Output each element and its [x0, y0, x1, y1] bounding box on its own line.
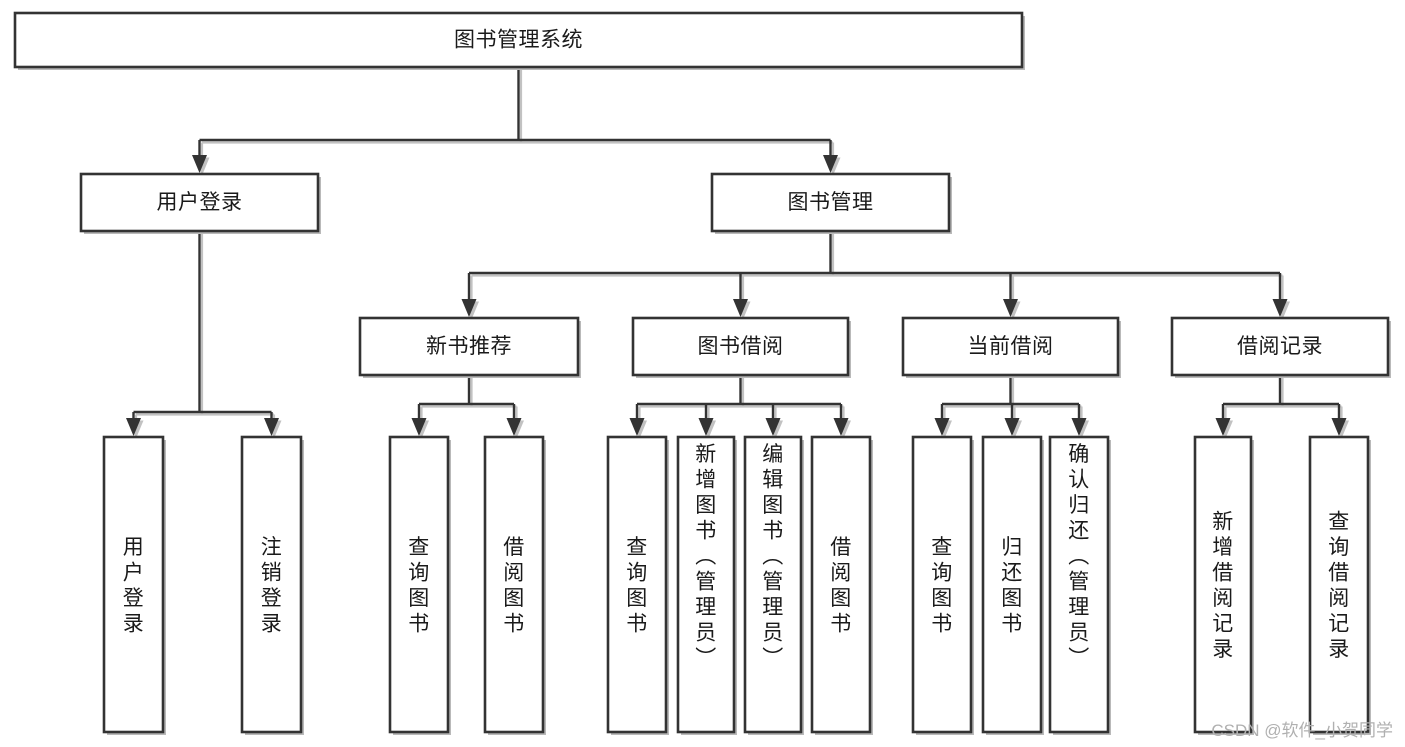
node-box[interactable]	[901, 316, 1120, 377]
edge-layer	[126, 67, 1349, 439]
edge-group-borrow-record	[1215, 375, 1349, 439]
node-box[interactable]	[810, 435, 872, 734]
node-leaf-user-logout[interactable]: 注销登录	[240, 435, 304, 735]
node-box[interactable]	[13, 11, 1024, 69]
node-book-borrow[interactable]: 图书借阅	[631, 316, 851, 378]
node-box[interactable]	[358, 316, 580, 377]
edge-group-new-book-rec	[411, 375, 524, 439]
node-label: 图书管理	[788, 191, 874, 214]
node-leaf-edit-book[interactable]: 编辑图书︵管理员︶	[743, 435, 804, 735]
node-leaf-return-book[interactable]: 归还图书	[981, 435, 1044, 735]
node-label: 图书借阅	[698, 335, 784, 358]
node-leaf-add-book[interactable]: 新增图书︵管理员︶	[676, 435, 737, 735]
edge-group-book-borrow	[629, 375, 851, 439]
node-box[interactable]	[483, 435, 545, 734]
node-label: 新书推荐	[426, 335, 512, 358]
node-box[interactable]	[102, 435, 165, 734]
node-label: 新增图书︵管理员︶	[695, 443, 717, 670]
node-label: 查询图书	[931, 536, 953, 636]
edge-group-book-manage	[461, 231, 1290, 320]
node-box[interactable]	[710, 172, 951, 233]
node-borrow-record[interactable]: 借阅记录	[1170, 316, 1391, 378]
node-book-manage[interactable]: 图书管理	[710, 172, 952, 234]
node-label: 图书管理系统	[454, 29, 583, 52]
node-label: 当前借阅	[968, 335, 1054, 358]
node-label: 确认归还︵管理员︶	[1068, 443, 1090, 670]
node-box[interactable]	[1170, 316, 1390, 377]
node-leaf-query-book-1[interactable]: 查询图书	[388, 435, 451, 735]
node-label: 借阅记录	[1237, 335, 1323, 358]
node-leaf-confirm-return[interactable]: 确认归还︵管理员︶	[1048, 435, 1111, 735]
node-label: 归还图书	[1001, 536, 1023, 636]
node-label: 查询借阅记录	[1328, 510, 1350, 661]
node-box[interactable]	[743, 435, 803, 734]
node-label: 编辑图书︵管理员︶	[762, 443, 784, 670]
node-box[interactable]	[911, 435, 973, 734]
edge-group-current-borrow	[934, 375, 1089, 439]
node-leaf-query-record[interactable]: 查询借阅记录	[1308, 435, 1371, 735]
node-label: 用户登录	[157, 191, 243, 214]
node-label: 查询图书	[626, 536, 648, 636]
csdn-watermark: CSDN @软件_小贺同学	[1211, 721, 1393, 740]
node-box[interactable]	[631, 316, 850, 377]
node-box[interactable]	[606, 435, 668, 734]
node-new-book-rec[interactable]: 新书推荐	[358, 316, 581, 378]
node-box[interactable]	[981, 435, 1043, 734]
node-box[interactable]	[1193, 435, 1253, 734]
node-box[interactable]	[1308, 435, 1370, 734]
edge-group-user-login	[126, 231, 282, 439]
node-leaf-user-login[interactable]: 用户登录	[102, 435, 166, 735]
node-leaf-borrow-book-1[interactable]: 借阅图书	[483, 435, 546, 735]
node-label: 用户登录	[123, 536, 145, 636]
node-box[interactable]	[1048, 435, 1110, 734]
node-root[interactable]: 图书管理系统	[13, 11, 1025, 70]
node-leaf-query-book-3[interactable]: 查询图书	[911, 435, 974, 735]
node-leaf-query-book-2[interactable]: 查询图书	[606, 435, 669, 735]
node-box[interactable]	[676, 435, 736, 734]
edge-group-root	[192, 67, 841, 176]
node-box[interactable]	[240, 435, 303, 734]
node-current-borrow[interactable]: 当前借阅	[901, 316, 1121, 378]
node-leaf-add-record[interactable]: 新增借阅记录	[1193, 435, 1254, 735]
node-label: 注销登录	[261, 536, 283, 636]
node-user-login[interactable]: 用户登录	[79, 172, 321, 234]
node-box[interactable]	[388, 435, 450, 734]
node-layer: 图书管理系统用户登录图书管理新书推荐图书借阅当前借阅借阅记录用户登录注销登录查询…	[13, 11, 1391, 735]
node-label: 新增借阅记录	[1212, 510, 1234, 661]
node-label: 借阅图书	[503, 536, 525, 636]
node-leaf-borrow-book-2[interactable]: 借阅图书	[810, 435, 873, 735]
node-box[interactable]	[79, 172, 320, 233]
node-label: 查询图书	[408, 536, 430, 636]
node-label: 借阅图书	[830, 536, 852, 636]
